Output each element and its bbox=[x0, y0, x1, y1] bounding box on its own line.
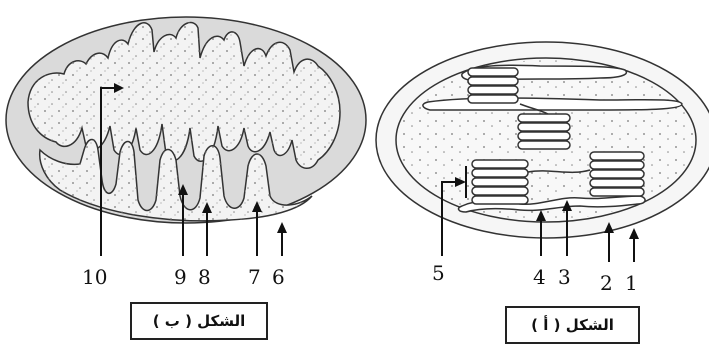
label-5: 5 bbox=[432, 261, 445, 285]
granum-center bbox=[518, 114, 570, 149]
label-4: 4 bbox=[533, 265, 546, 289]
granum-top bbox=[468, 68, 518, 103]
label-10: 10 bbox=[82, 265, 107, 289]
caption-figure-a: الشكل ( أ ) bbox=[505, 306, 640, 344]
arrowhead-1 bbox=[629, 228, 639, 239]
label-7: 7 bbox=[248, 265, 261, 289]
chloroplast-a bbox=[376, 42, 709, 238]
arrowhead-6 bbox=[277, 222, 287, 233]
label-8: 8 bbox=[198, 265, 211, 289]
granum-left bbox=[472, 160, 528, 204]
label-9: 9 bbox=[174, 265, 187, 289]
label-6: 6 bbox=[272, 265, 285, 289]
lamella-middle bbox=[423, 98, 682, 110]
granum-right bbox=[590, 152, 644, 196]
label-3: 3 bbox=[558, 265, 571, 289]
label-1: 1 bbox=[625, 271, 638, 295]
label-2: 2 bbox=[600, 271, 613, 295]
caption-figure-b: الشكل ( ب ) bbox=[130, 302, 268, 340]
